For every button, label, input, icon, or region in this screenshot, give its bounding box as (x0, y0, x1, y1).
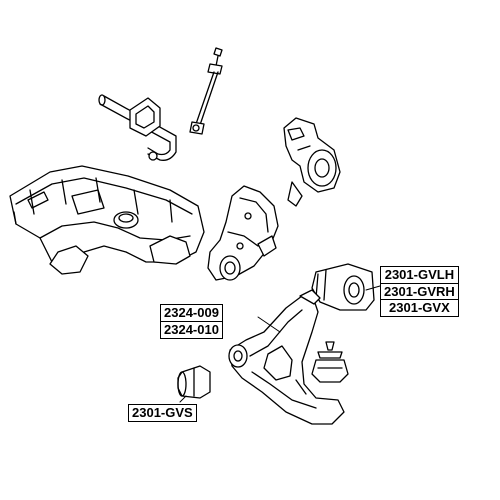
leader-front-bushing (179, 395, 187, 403)
part-number-label: 2301-GVRH (380, 282, 459, 301)
part-number-label: 2324-010 (160, 320, 223, 339)
stabilizer-link (189, 47, 223, 135)
leader-control-arm (257, 316, 281, 333)
stabilizer-bar (98, 94, 177, 161)
steering-knuckle (283, 117, 341, 207)
leader-lines (179, 285, 381, 403)
ball-joint (311, 341, 349, 383)
rear-arm-bushing (311, 263, 375, 311)
stabilizer-link-labels: 2301-GVLH 2301-GVRH 2301-GVX (380, 266, 459, 317)
engine-mount-bracket (207, 185, 279, 281)
control-arm (228, 289, 345, 425)
control-arm-labels: 2324-009 2324-010 (160, 304, 223, 339)
subframe (9, 165, 205, 275)
part-number-label: 2324-009 (160, 304, 223, 322)
leader-rear-bushing (365, 285, 381, 291)
part-number-label: 2301-GVLH (380, 266, 459, 284)
part-number-label: 2301-GVX (380, 299, 459, 317)
front-bushing (177, 365, 211, 399)
bushing-label: 2301-GVS (128, 404, 197, 422)
